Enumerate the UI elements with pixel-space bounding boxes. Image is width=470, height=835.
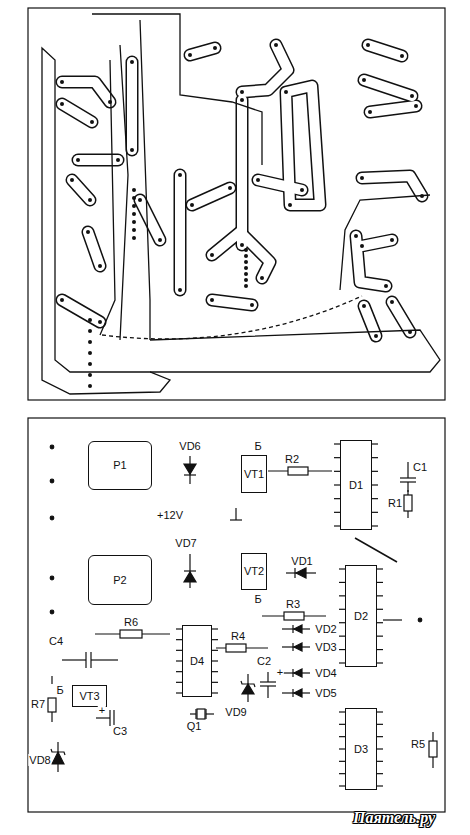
part-name: VT3 bbox=[79, 690, 99, 702]
transistor-outline: VT1 bbox=[241, 455, 267, 493]
part-label: +12V bbox=[156, 509, 184, 521]
pads bbox=[60, 43, 424, 388]
part-name: D3 bbox=[354, 743, 368, 755]
part-label: + bbox=[276, 666, 284, 678]
part-name: P2 bbox=[113, 574, 126, 586]
part-label: VD1 bbox=[290, 555, 313, 567]
diode-vd3 bbox=[282, 643, 310, 651]
part-label: R1 bbox=[387, 497, 403, 509]
jumper-wire bbox=[355, 538, 397, 562]
part-label: Б bbox=[55, 684, 64, 696]
part-label: R2 bbox=[284, 453, 300, 465]
resistor-r1 bbox=[404, 490, 412, 518]
board-outlines bbox=[28, 8, 445, 812]
link-wire bbox=[383, 619, 402, 620]
watermark: Паятель.ру bbox=[352, 809, 436, 827]
zener-vd9 bbox=[241, 674, 255, 702]
part-label: VD9 bbox=[224, 706, 247, 718]
part-label: C1 bbox=[412, 461, 428, 473]
part-label: VD5 bbox=[314, 687, 337, 699]
part-name: D4 bbox=[190, 655, 204, 667]
chip-outline: D4 bbox=[182, 625, 212, 697]
resistor-r6 bbox=[95, 630, 170, 638]
part-label: Б bbox=[253, 593, 262, 605]
part-label: VD3 bbox=[314, 641, 337, 653]
relay-outline: P1 bbox=[88, 441, 152, 490]
resistor-r4 bbox=[216, 644, 268, 652]
diode-vd4 bbox=[282, 669, 310, 677]
component-symbols bbox=[48, 445, 437, 772]
ground-symbol bbox=[230, 508, 242, 520]
capacitor-c4 bbox=[62, 652, 118, 668]
part-label: VD4 bbox=[314, 667, 337, 679]
part-label: R3 bbox=[285, 598, 301, 610]
part-label: VD8 bbox=[28, 754, 51, 766]
part-label: VD6 bbox=[178, 440, 201, 452]
part-label: + bbox=[98, 704, 106, 716]
part-label: Б bbox=[253, 440, 262, 452]
part-label: R6 bbox=[123, 616, 139, 628]
part-label: VD7 bbox=[174, 537, 197, 549]
part-label: C4 bbox=[48, 635, 64, 647]
diode-vd1 bbox=[286, 568, 316, 578]
part-name: VT1 bbox=[244, 468, 264, 480]
diode-vd7 bbox=[184, 554, 196, 588]
diode-vd6 bbox=[184, 456, 196, 484]
chip-outline: D1 bbox=[340, 440, 372, 530]
part-label: C2 bbox=[256, 655, 272, 667]
part-label: R7 bbox=[30, 698, 46, 710]
crystal-q1 bbox=[190, 709, 214, 719]
copper-traces bbox=[62, 45, 422, 336]
diode-vd5 bbox=[282, 689, 310, 697]
part-label: R4 bbox=[230, 630, 246, 642]
thin-traces bbox=[42, 14, 440, 394]
resistor-r3 bbox=[262, 612, 326, 620]
part-name: VT2 bbox=[244, 565, 264, 577]
part-name: D2 bbox=[354, 610, 368, 622]
chip-outline: D2 bbox=[345, 565, 377, 667]
resistor-r7 bbox=[48, 676, 56, 722]
zener-vd8 bbox=[51, 742, 65, 772]
relay-outline: P2 bbox=[88, 555, 152, 605]
part-label: R5 bbox=[410, 738, 426, 750]
chip-outline: D3 bbox=[345, 708, 377, 790]
capacitor-c2 bbox=[260, 672, 276, 698]
transistor-outline: VT2 bbox=[241, 553, 267, 590]
part-name: D1 bbox=[349, 479, 363, 491]
diode-vd2 bbox=[282, 625, 310, 633]
part-name: P1 bbox=[113, 459, 126, 471]
resistor-r5 bbox=[429, 732, 437, 768]
part-label: Q1 bbox=[186, 720, 203, 732]
resistor-r2 bbox=[268, 467, 332, 475]
part-label: VD2 bbox=[314, 623, 337, 635]
part-label: C3 bbox=[112, 725, 128, 737]
